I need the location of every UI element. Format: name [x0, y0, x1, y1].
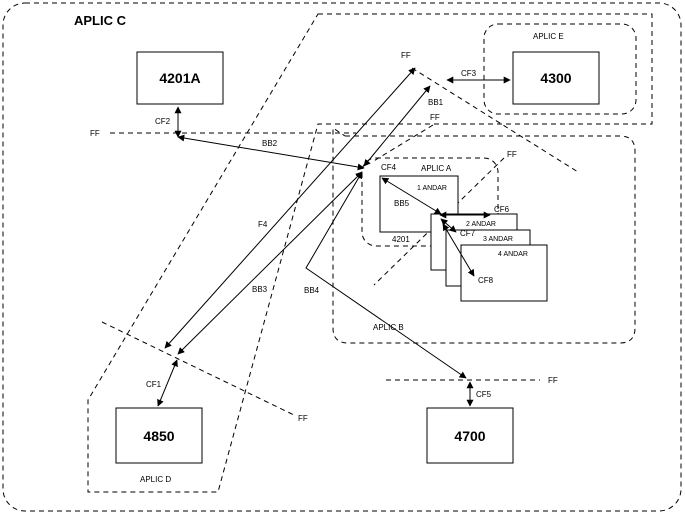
cf5-label: CF5: [476, 390, 492, 399]
bb5-link: [381, 177, 442, 215]
andar-4-label: 4 ANDAR: [498, 251, 528, 258]
label-aplic-e: APLIC E: [533, 32, 564, 41]
cf1-link: [157, 359, 178, 407]
cf2-label: CF2: [155, 117, 171, 126]
cf4-label: CF4: [381, 163, 397, 172]
bb1-label: BB1: [428, 98, 444, 107]
node-4201a-label: 4201A: [159, 70, 200, 86]
ff-line-mid: [371, 124, 434, 163]
label-aplic-c: APLIC C: [74, 13, 127, 28]
andar-4-box: [460, 244, 548, 302]
cf6-label: CF6: [494, 205, 510, 214]
node-4201-label: 4201: [392, 235, 410, 244]
ff-line-top: [411, 67, 579, 173]
ff-label-aplic-a: FF: [507, 150, 517, 159]
region-aplic-e: [483, 23, 637, 115]
cf8-label: CF8: [478, 276, 494, 285]
ff-line-bottom-left: [101, 321, 297, 417]
ff-label-mid: FF: [430, 113, 440, 122]
ff-label-bottom-right: FF: [548, 376, 558, 385]
f4-label: F4: [258, 220, 268, 229]
node-4850: [115, 407, 203, 464]
node-4700-label: 4700: [454, 428, 485, 444]
bb5-label: BB5: [394, 199, 410, 208]
andar-1-label: 1 ANDAR: [417, 185, 447, 192]
cf3-label: CF3: [461, 69, 477, 78]
node-4700: [426, 407, 514, 464]
ff-label-top: FF: [401, 51, 411, 60]
bb2-label: BB2: [262, 139, 278, 148]
ff-label-bottom-left: FF: [298, 414, 308, 423]
andar-3-label: 3 ANDAR: [483, 236, 513, 243]
node-4300: [512, 51, 600, 105]
bb1-link: [363, 85, 431, 167]
bb3-link: [177, 171, 363, 355]
cf7-label: CF7: [460, 229, 476, 238]
node-4300-label: 4300: [540, 70, 571, 86]
ff-label-left: FF: [90, 129, 100, 138]
bb4-link: [305, 171, 467, 379]
region-aplic-d: [87, 13, 653, 493]
node-4850-label: 4850: [143, 428, 174, 444]
bb3-label: BB3: [252, 285, 268, 294]
label-aplic-a: APLIC A: [421, 164, 452, 173]
andar-2-label: 2 ANDAR: [466, 221, 496, 228]
bb4-label: BB4: [304, 286, 320, 295]
label-aplic-d: APLIC D: [140, 475, 171, 484]
cf1-label: CF1: [146, 380, 162, 389]
